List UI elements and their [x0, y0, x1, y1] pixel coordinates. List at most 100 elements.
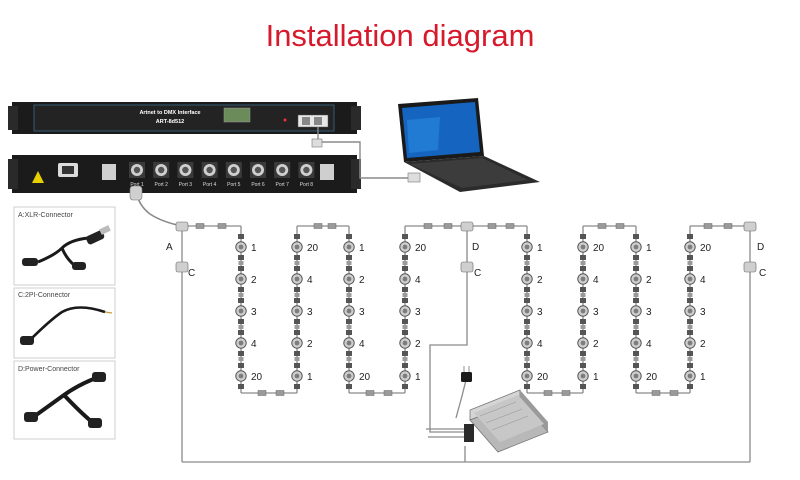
pixel-node: 3 — [521, 298, 543, 324]
wire-joint — [561, 390, 571, 396]
pixel-node-label: 4 — [593, 275, 599, 286]
pixel-node-label: 2 — [700, 339, 706, 350]
pixel-node-label: 2 — [359, 275, 365, 286]
pixel-node-label: 20 — [700, 243, 712, 254]
wire-joint — [346, 293, 352, 297]
wire-joint — [195, 223, 205, 229]
pixel-node: 1 — [521, 234, 543, 260]
laptop-icon — [398, 98, 540, 192]
pixel-node-label: 20 — [646, 372, 658, 383]
dmx-port-label: Port 6 — [251, 182, 265, 188]
wire-joint — [217, 223, 227, 229]
wire-joint — [443, 223, 453, 229]
wire-joint — [651, 390, 661, 396]
pixel-node-label: 20 — [359, 372, 371, 383]
pixel-node-label: 1 — [307, 372, 313, 383]
wire-joint — [723, 223, 733, 229]
pixel-node: 3 — [630, 298, 652, 324]
pixel-node-label: 20 — [307, 243, 319, 254]
pixel-node: 2 — [399, 330, 421, 356]
pixel-node-label: 3 — [593, 307, 599, 318]
wire-joint — [487, 223, 497, 229]
wire-joint — [294, 293, 300, 297]
pixel-node-label: 3 — [646, 307, 652, 318]
network-cable — [317, 127, 420, 179]
pixel-node: 4 — [630, 330, 652, 356]
pixel-node: 4 — [399, 266, 421, 292]
pixel-node-label: 2 — [307, 339, 313, 350]
wire-joint — [524, 357, 530, 361]
pixel-node-label: 2 — [537, 275, 543, 286]
wire-joint — [313, 223, 323, 229]
dmx-port-6: Port 6 — [250, 162, 266, 188]
pixel-node: 20 — [399, 234, 427, 260]
dmx-port-2: Port 2 — [153, 162, 170, 188]
wire-joint — [580, 325, 586, 329]
dmx-port-3: Port 3 — [177, 162, 194, 188]
dmx-input-cable — [135, 189, 183, 227]
wire-joint — [543, 390, 553, 396]
wire-joint — [615, 223, 625, 229]
wire-joint — [238, 293, 244, 297]
legend-xlr-label: A:XLR-Connector — [18, 212, 74, 219]
wire-joint — [687, 325, 693, 329]
dmx-port-5: Port 5 — [225, 162, 242, 188]
legend-2pin-connector: C:2PI-Connector — [13, 287, 116, 359]
connector-markers — [175, 221, 757, 273]
controller-front-panel: Artnet to DMX Interface ART-8d512 — [8, 102, 361, 134]
pixel-node: 1 — [630, 234, 652, 260]
dmx-port-label: Port 5 — [227, 182, 241, 188]
wire-joint — [294, 261, 300, 265]
pixel-node-label: 4 — [359, 339, 365, 350]
pixel-node: 3 — [399, 298, 421, 324]
wire-joint — [597, 223, 607, 229]
wire-joint — [687, 357, 693, 361]
light-columns: 1234202043211234202043211234202043211234… — [195, 223, 733, 396]
pixel-node: 20 — [577, 234, 605, 260]
wire-joint — [294, 357, 300, 361]
wire-joint — [294, 325, 300, 329]
wire-joint — [346, 325, 352, 329]
pixel-node: 20 — [291, 234, 319, 260]
pixel-node: 20 — [235, 363, 263, 389]
pixel-node: 3 — [577, 298, 599, 324]
wire-joint — [633, 325, 639, 329]
wire-joint — [580, 357, 586, 361]
connector-c-label-3: C — [759, 268, 766, 279]
legend-power-connector: D:Power-Connector — [13, 360, 116, 440]
wire-joint — [524, 293, 530, 297]
dmx-port-label: Port 7 — [276, 182, 290, 188]
wire-joint — [238, 261, 244, 265]
wire-joint — [402, 325, 408, 329]
pixel-node-label: 4 — [251, 339, 257, 350]
wire-joint — [633, 357, 639, 361]
controller-model: ART-8d512 — [156, 119, 184, 125]
pixel-node-label: 1 — [537, 243, 543, 254]
warning-icon — [32, 171, 44, 183]
lcd-display — [223, 107, 251, 123]
wire-joint — [365, 390, 375, 396]
dmx-port-label: Port 1 — [130, 182, 144, 188]
pixel-node: 20 — [684, 234, 712, 260]
wire-joint — [505, 223, 515, 229]
pixel-node: 1 — [291, 363, 313, 389]
pixel-node: 1 — [343, 234, 365, 260]
dmx-port-7: Port 7 — [274, 162, 291, 188]
dmx-port-4: Port 4 — [201, 162, 218, 188]
pixel-node: 3 — [684, 298, 706, 324]
power-plug-icon — [461, 366, 472, 382]
wire-joint — [402, 357, 408, 361]
pixel-node: 1 — [399, 363, 421, 389]
pixel-node: 4 — [235, 330, 257, 356]
dmx-port-label: Port 2 — [155, 182, 169, 188]
pixel-node: 3 — [235, 298, 257, 324]
pixel-node-label: 3 — [307, 307, 313, 318]
pixel-node-label: 3 — [537, 307, 543, 318]
pixel-node: 2 — [521, 266, 543, 292]
connector-d-label-1: D — [472, 242, 479, 253]
